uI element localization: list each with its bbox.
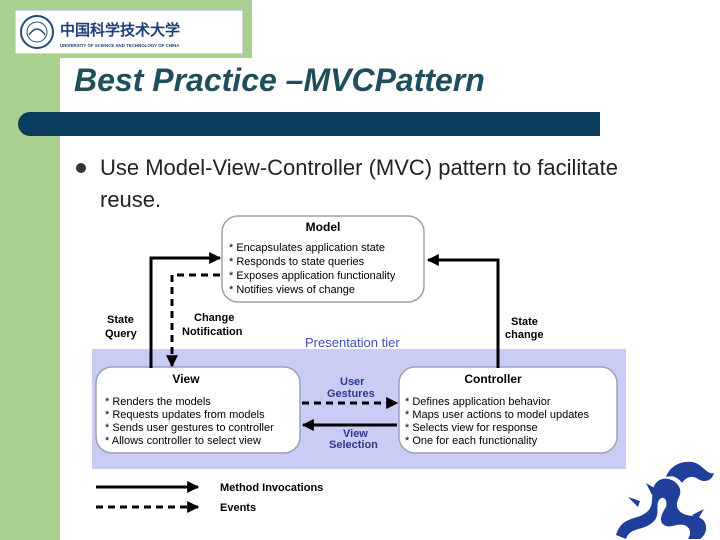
controller-item: * One for each functionality — [405, 435, 538, 447]
change-notification-label: Notification — [182, 326, 243, 338]
controller-item: * Selects view for response — [405, 422, 538, 434]
university-logo: 中国科学技术大学 UNIVERSITY OF SCIENCE AND TECHN… — [15, 10, 243, 54]
controller-box — [398, 366, 618, 454]
logo-seal-inner-icon — [26, 21, 48, 43]
state-query-arrow — [149, 252, 222, 368]
title-underline-bar — [18, 112, 600, 136]
dragon-spikes-icon — [628, 483, 704, 519]
view-selection-label: Selection — [329, 439, 378, 451]
logo-english-name: UNIVERSITY OF SCIENCE AND TECHNOLOGY OF … — [60, 43, 180, 48]
state-change-arrow — [426, 254, 500, 368]
presentation-tier-label: Presentation tier — [305, 335, 400, 350]
model-item: * Exposes application functionality — [229, 270, 396, 282]
controller-title: Controller — [464, 372, 522, 386]
legend-events-label: Events — [220, 502, 256, 514]
model-box — [221, 215, 425, 303]
legend-method-label: Method Invocations — [220, 482, 323, 494]
model-title: Model — [306, 220, 341, 234]
controller-item: * Defines application behavior — [405, 396, 551, 408]
user-gestures-label: Gestures — [327, 388, 375, 400]
logo-chinese-name: 中国科学技术大学 — [60, 21, 180, 39]
slide-title: Best Practice –MVCPattern — [74, 62, 485, 98]
model-item: * Responds to state queries — [229, 256, 365, 268]
state-change-label: State — [511, 316, 538, 328]
view-selection-label: View — [343, 428, 368, 440]
view-title: View — [172, 372, 200, 386]
view-item: * Renders the models — [105, 396, 211, 408]
user-gestures-label: User — [340, 376, 365, 388]
state-change-label: change — [505, 329, 544, 341]
state-query-label: State — [107, 314, 134, 326]
model-item: * Notifies views of change — [229, 284, 355, 296]
controller-item: * Maps user actions to model updates — [405, 409, 590, 421]
logo-seal-mark-icon — [28, 28, 46, 36]
change-notification-arrow — [166, 273, 220, 368]
view-box — [95, 366, 301, 454]
logo-seal-icon — [20, 15, 54, 49]
dragon-body-icon — [616, 478, 707, 539]
view-item: * Sends user gestures to controller — [105, 422, 274, 434]
model-item: * Encapsulates application state — [229, 242, 385, 254]
dragon-head-icon — [666, 461, 714, 483]
left-green-band — [0, 0, 60, 540]
view-item: * Requests updates from models — [105, 409, 265, 421]
bullet-icon — [76, 163, 86, 173]
bullet-text: Use Model-View-Controller (MVC) pattern … — [100, 155, 618, 212]
change-notification-label: Change — [194, 312, 234, 324]
view-item: * Allows controller to select view — [105, 435, 261, 447]
state-query-label: Query — [105, 328, 138, 340]
logo-graphic: 中国科学技术大学 UNIVERSITY OF SCIENCE AND TECHN… — [20, 15, 180, 49]
dragon-logo-icon — [616, 461, 714, 539]
